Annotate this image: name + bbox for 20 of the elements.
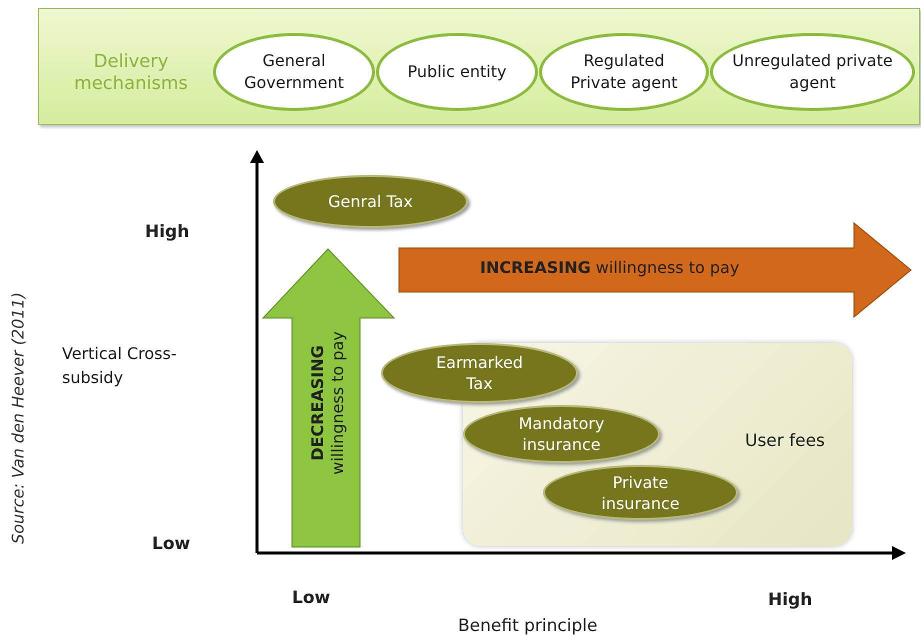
banner-heading: Delivery mechanisms bbox=[73, 51, 189, 95]
axis-title: Benefit principle bbox=[458, 616, 598, 636]
axis-label: Vertical Cross-subsidy bbox=[62, 343, 178, 389]
axis-tick-label: High bbox=[768, 590, 812, 610]
axis-tick-label: Low bbox=[152, 534, 190, 554]
box-heading: User fees bbox=[745, 431, 825, 451]
mechanism-ellipse: Public entity bbox=[376, 33, 538, 111]
mechanism-ellipse: Regulated Private agent bbox=[539, 33, 709, 111]
financing-ellipse: Mandatory insurance bbox=[463, 405, 660, 463]
axis-tick-label: High bbox=[145, 222, 190, 242]
financing-ellipse: Earmarked Tax bbox=[381, 343, 578, 403]
financing-ellipse: Private insurance bbox=[543, 465, 738, 520]
financing-ellipse: Genral Tax bbox=[273, 175, 468, 228]
arrow-text: DECREASING willingness to pay bbox=[308, 330, 348, 477]
mechanism-ellipse: Unregulated private agent bbox=[710, 33, 915, 111]
mechanism-ellipse: General Government bbox=[213, 33, 375, 111]
source-note: Source: Van den Heever (2011) bbox=[8, 292, 28, 544]
arrow-text: INCREASING willingness to pay bbox=[480, 258, 740, 277]
banner-panel bbox=[38, 8, 920, 125]
axis-tick-label: Low bbox=[292, 588, 330, 608]
